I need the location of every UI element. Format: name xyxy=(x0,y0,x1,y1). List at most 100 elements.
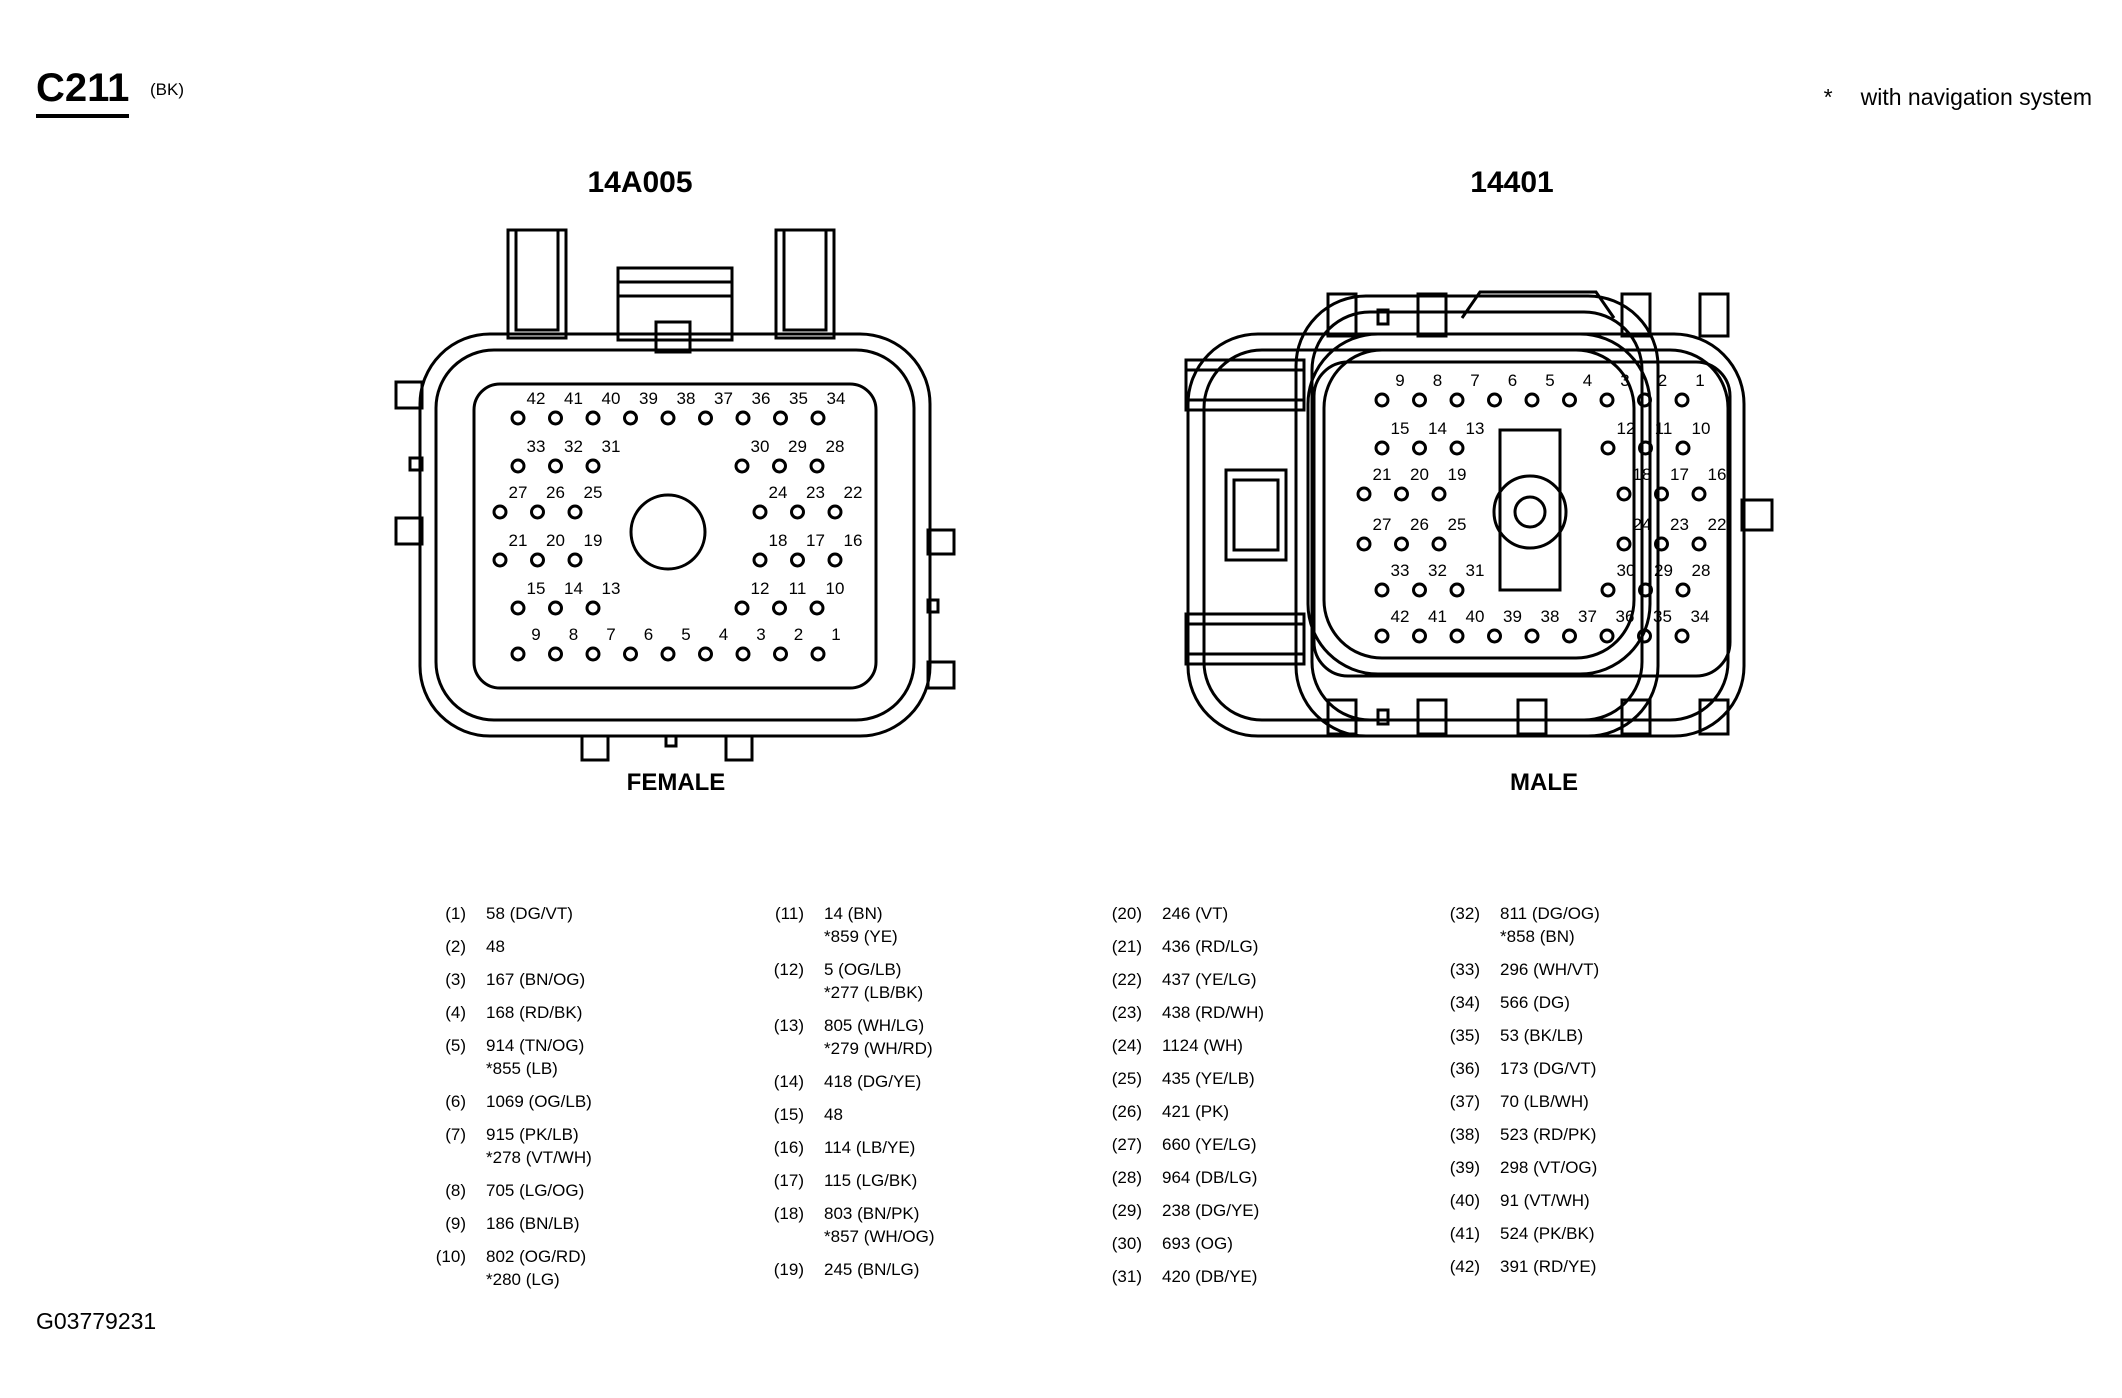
pin-hole xyxy=(548,600,563,616)
pin-hole xyxy=(1524,628,1540,644)
pin-number: 23 xyxy=(806,483,825,502)
pin-number: 17 xyxy=(1670,465,1689,484)
pin-number: 27 xyxy=(509,483,528,502)
pin-number: 6 xyxy=(1508,371,1517,390)
pin-hole xyxy=(827,504,843,520)
pin-number: 25 xyxy=(1448,515,1467,534)
pin-hole xyxy=(1638,582,1653,598)
pin-number: 2 xyxy=(794,625,803,644)
pin-hole xyxy=(1374,392,1390,408)
pin-number: 39 xyxy=(1503,607,1522,626)
pin-hole xyxy=(1431,486,1447,502)
left-connector-housing xyxy=(394,228,956,762)
pin-number: 42 xyxy=(1391,607,1410,626)
pin-number: 13 xyxy=(1466,419,1485,438)
pin-hole xyxy=(510,646,526,662)
pin-number: 3 xyxy=(1620,371,1629,390)
connector-id: C211 xyxy=(36,64,130,118)
pin-number: 26 xyxy=(1410,515,1429,534)
pin-hole xyxy=(773,646,788,662)
pin-hole xyxy=(1691,536,1707,552)
pin-number: 34 xyxy=(827,389,846,408)
pin-number: 34 xyxy=(1691,607,1710,626)
pin-hole xyxy=(810,410,826,426)
pin-number: 8 xyxy=(569,625,578,644)
pin-number: 1 xyxy=(831,625,840,644)
pin-hole xyxy=(1675,582,1691,598)
right-connector-housing xyxy=(1184,290,1774,738)
pin-number: 16 xyxy=(844,531,863,550)
pin-hole xyxy=(1412,582,1427,598)
pin-hole xyxy=(809,600,825,616)
pin-hole xyxy=(698,410,713,426)
pin-number: 11 xyxy=(789,579,807,598)
pin-number: 20 xyxy=(546,531,565,550)
pin-hole xyxy=(510,410,526,426)
pin-hole xyxy=(1449,628,1465,644)
pin-number: 30 xyxy=(751,437,770,456)
pin-hole xyxy=(623,410,638,426)
pin-number: 12 xyxy=(751,579,770,598)
pin-number: 8 xyxy=(1433,371,1442,390)
pin-hole xyxy=(1412,628,1427,644)
pin-number: 32 xyxy=(1428,561,1447,580)
pin-number: 9 xyxy=(531,625,540,644)
pin-hole xyxy=(809,458,825,474)
pin-number: 38 xyxy=(677,389,696,408)
pin-hole xyxy=(735,646,751,662)
pin-number: 38 xyxy=(1541,607,1560,626)
pin-number: 17 xyxy=(806,531,825,550)
pin-number: 28 xyxy=(826,437,845,456)
pin-hole xyxy=(772,458,787,474)
pin-hole xyxy=(660,646,676,662)
pin-hole xyxy=(530,504,545,520)
pin-hole xyxy=(585,600,601,616)
pin-number: 6 xyxy=(644,625,653,644)
pin-hole xyxy=(1356,536,1372,552)
pin-hole xyxy=(1449,392,1465,408)
pin-hole xyxy=(1637,628,1652,644)
pin-number: 24 xyxy=(769,483,788,502)
pin-number: 1 xyxy=(1695,371,1704,390)
pin-hole xyxy=(1449,582,1465,598)
pin-number: 14 xyxy=(564,579,583,598)
pin-number: 5 xyxy=(681,625,690,644)
pin-number: 25 xyxy=(584,483,603,502)
pin-number: 7 xyxy=(606,625,615,644)
pin-hole xyxy=(1674,392,1690,408)
pin-hole xyxy=(1654,486,1669,502)
pin-number: 26 xyxy=(546,483,565,502)
connector-color: (BK) xyxy=(150,80,184,99)
pin-hole xyxy=(1616,486,1632,502)
pin-number: 23 xyxy=(1670,515,1689,534)
pin-number: 31 xyxy=(602,437,621,456)
pin-number: 28 xyxy=(1692,561,1711,580)
pin-hole xyxy=(492,552,508,568)
pin-number: 30 xyxy=(1617,561,1636,580)
pin-hole xyxy=(1356,486,1372,502)
pin-number: 16 xyxy=(1708,465,1727,484)
pin-number: 21 xyxy=(509,531,528,550)
pin-number: 21 xyxy=(1373,465,1392,484)
pin-hole xyxy=(1374,582,1390,598)
pin-hole xyxy=(530,552,545,568)
pin-number: 36 xyxy=(1616,607,1635,626)
pin-hole xyxy=(1562,392,1577,408)
pin-hole xyxy=(1449,440,1465,456)
pin-number: 40 xyxy=(1466,607,1485,626)
pin-hole xyxy=(585,458,601,474)
pin-hole xyxy=(773,410,788,426)
pin-number: 14 xyxy=(1428,419,1447,438)
pin-hole xyxy=(1599,628,1615,644)
pin-hole xyxy=(734,600,750,616)
pin-hole xyxy=(1394,486,1409,502)
pin-number: 40 xyxy=(602,389,621,408)
navigation-note: *with navigation system xyxy=(1824,84,2092,111)
figure-id: G03779231 xyxy=(36,1308,157,1334)
pin-number: 7 xyxy=(1470,371,1479,390)
pin-hole xyxy=(827,552,843,568)
pin-hole xyxy=(1524,392,1540,408)
